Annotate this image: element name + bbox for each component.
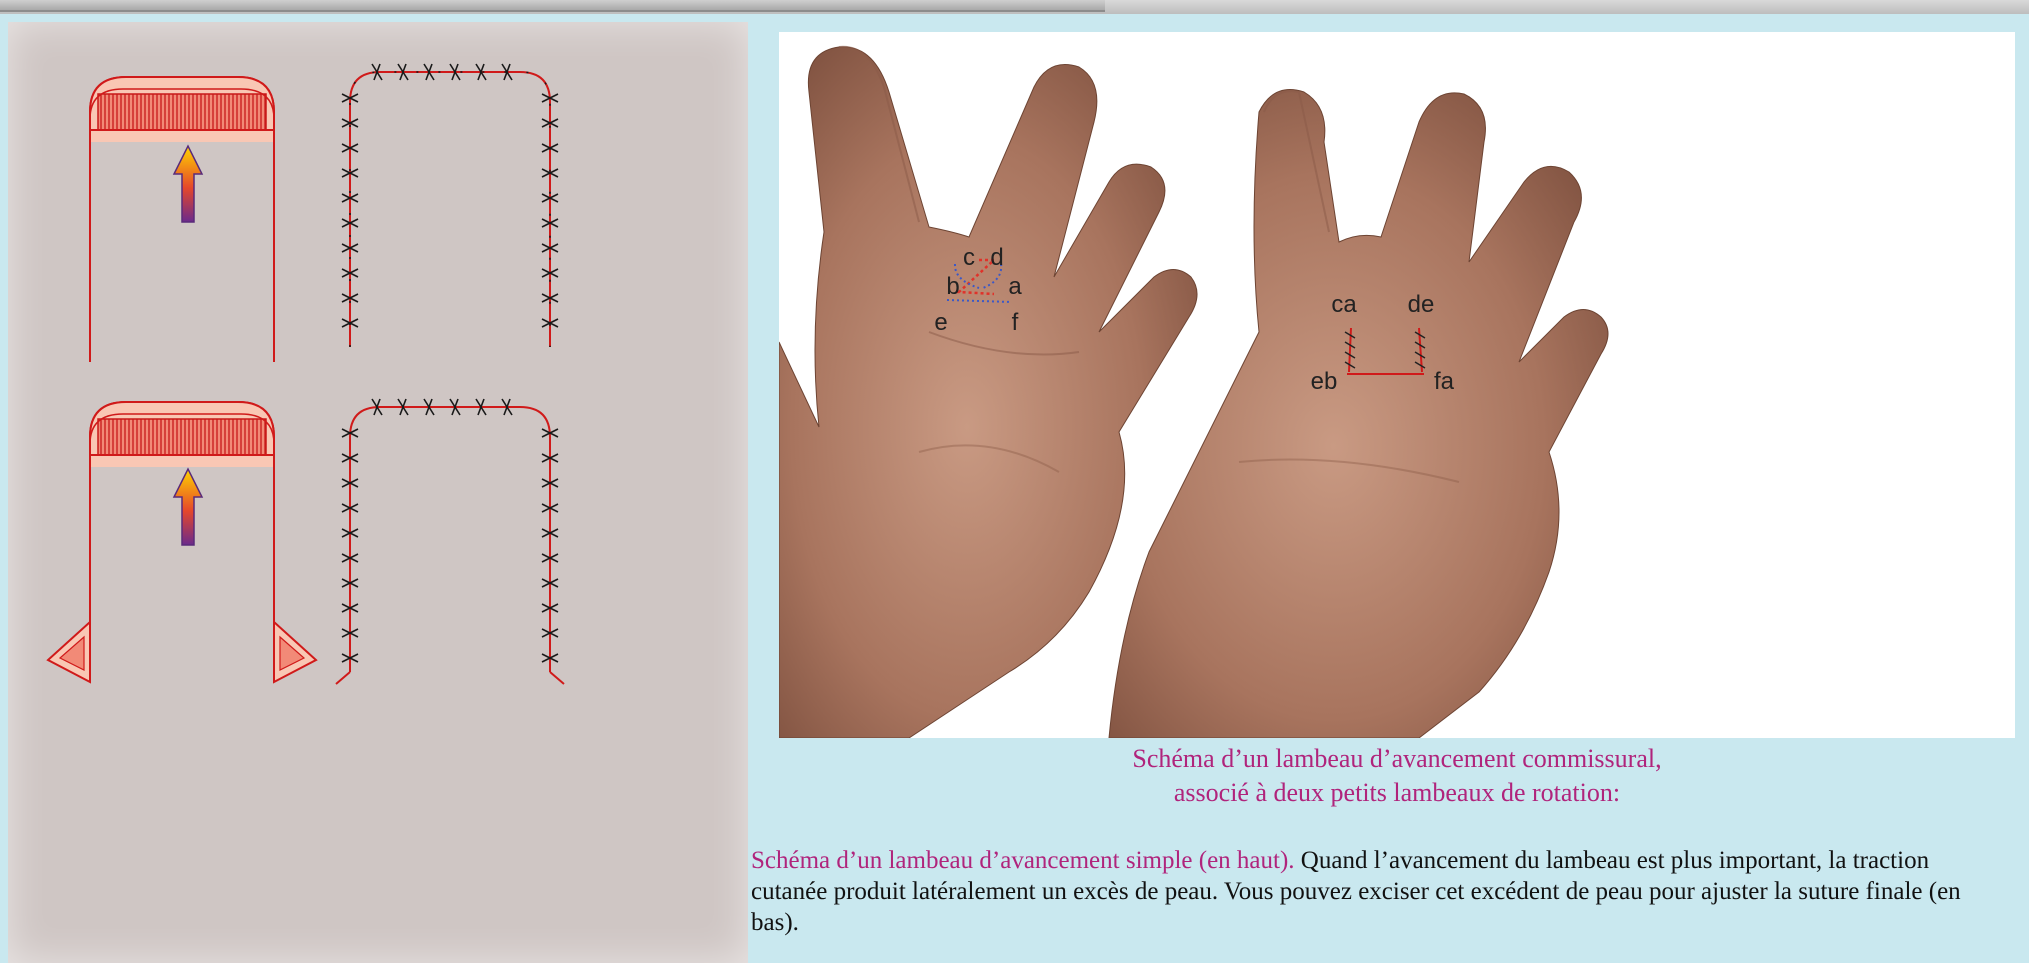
label-c: c	[963, 244, 975, 271]
figure-caption: Schéma d’un lambeau d’avancement commiss…	[779, 742, 2015, 810]
sutured-flap-top	[342, 64, 558, 347]
label-a: a	[1008, 273, 1022, 300]
label-d: d	[990, 244, 1003, 271]
sutured-flap-bottom	[336, 399, 564, 684]
top-bar	[0, 0, 2029, 14]
label-f: f	[1012, 309, 1019, 336]
arrow-up-icon	[174, 469, 202, 545]
label-ca: ca	[1331, 291, 1357, 318]
hands-svg: c d b a e f ca de eb fa	[779, 32, 2015, 738]
label-fa: fa	[1434, 368, 1455, 395]
flap-diagram	[8, 22, 748, 963]
label-eb: eb	[1311, 368, 1338, 395]
label-e: e	[934, 309, 947, 336]
caption-line-2: associé à deux petits lambeaux de rotati…	[779, 776, 2015, 810]
description-highlight: Schéma d’un lambeau d’avancement simple …	[751, 847, 1295, 874]
label-de: de	[1408, 291, 1435, 318]
top-bar-left	[0, 0, 1105, 12]
flap-diagram-panel	[8, 22, 748, 963]
hand-right	[1109, 90, 1608, 739]
caption-line-1: Schéma d’un lambeau d’avancement commiss…	[779, 742, 2015, 776]
description-text: Schéma d’un lambeau d’avancement simple …	[751, 845, 2011, 938]
hands-illustration: c d b a e f ca de eb fa	[779, 32, 2015, 738]
label-b: b	[946, 273, 959, 300]
arrow-up-icon	[174, 146, 202, 222]
